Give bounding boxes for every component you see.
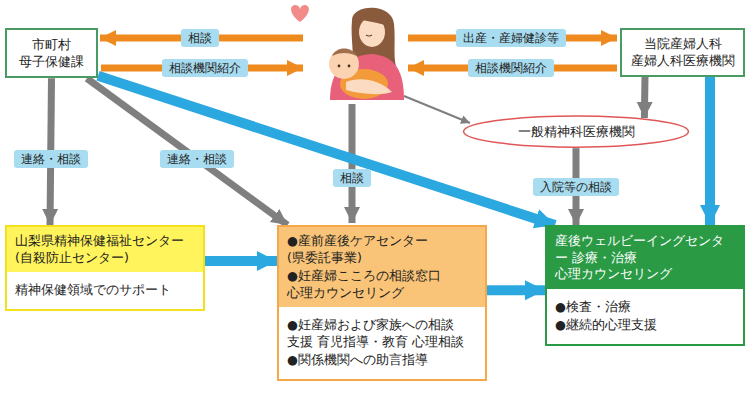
mother-fringe	[358, 13, 388, 26]
box-title: 市町村 母子保健課	[15, 36, 88, 70]
office-box: 市町村 母子保健課	[5, 28, 98, 78]
mother-eye	[366, 35, 372, 36]
box-text: 精神保健領域でのサポート	[15, 282, 195, 299]
box-text: ●継続的心理支援	[555, 317, 735, 334]
edge-label: 連絡・相談	[160, 150, 234, 168]
baby-eye	[338, 65, 341, 68]
ellipse-shape	[464, 116, 689, 147]
connector-arrow	[641, 77, 649, 118]
box-body: 精神保健領域でのサポート	[7, 272, 203, 309]
box-text: ●関係機関への助言指導	[287, 352, 477, 369]
box-text: ●検査・治療	[555, 299, 735, 316]
box-header: 産後ウェルビーイングセンター 診療・治療 心理カウンセリング	[547, 227, 743, 289]
connector-arrow	[487, 285, 545, 295]
thin-arrow	[404, 96, 470, 123]
box-title: 一般精神科医療機関	[474, 123, 678, 140]
heart-icon	[291, 5, 309, 22]
connector-arrow	[705, 77, 715, 225]
baby-head	[329, 49, 359, 79]
box-text: ●妊産婦および家族への相談 支援 育児指導・教育 心理相談	[287, 317, 477, 350]
arrow-label: 相談	[181, 29, 219, 47]
arrow-label: 相談	[333, 169, 371, 187]
box-body: ●検査・治療●継続的心理支援	[547, 289, 743, 344]
edge-label: 連絡・相談	[14, 150, 88, 168]
box-title: ●産前産後ケアセンター (県委託事業)	[287, 233, 477, 266]
box-body: ●妊産婦および家族への相談 支援 育児指導・教育 心理相談 ●関係機関への助言指導	[279, 307, 485, 379]
mother-arm	[346, 79, 392, 94]
baby-hair	[332, 49, 357, 57]
box-header: 市町村 母子保健課	[7, 30, 96, 76]
connector-arrow	[87, 78, 288, 225]
baby-eye	[348, 65, 351, 68]
arrow-label: 相談機関紹介	[468, 59, 554, 77]
edge-label: 入院等の相談	[533, 177, 619, 195]
box-title: 産後ウェルビーイングセンター 診療・治療 心理カウンセリング	[555, 233, 735, 283]
clinic-ellipse: 一般精神科医療機関	[462, 115, 690, 148]
hospital-box: 当院産婦人科 産婦人科医療機関	[620, 28, 745, 77]
center-box: 山梨県精神保健福祉センター (自殺防止センター) 精神保健領域でのサポート	[5, 225, 205, 311]
box-header: 一般精神科医療機関	[462, 115, 690, 148]
connector-arrow	[98, 76, 555, 225]
box-title: 当院産婦人科 産婦人科医療機関	[630, 36, 735, 69]
box-header: ●産前産後ケアセンター (県委託事業)●妊産婦こころの相談窓口 心理カウンセリン…	[279, 227, 485, 307]
box-header: 山梨県精神保健福祉センター (自殺防止センター)	[7, 227, 203, 272]
arrow-label: 相談機関紹介	[162, 59, 248, 77]
connector-arrow	[205, 256, 277, 266]
wellbeing-box: 産後ウェルビーイングセンター 診療・治療 心理カウンセリング ●検査・治療●継続的…	[545, 225, 745, 346]
box-header: 当院産婦人科 産婦人科医療機関	[622, 30, 743, 75]
box-title: 山梨県精神保健福祉センター (自殺防止センター)	[15, 233, 195, 266]
care-center-box: ●産前産後ケアセンター (県委託事業)●妊産婦こころの相談窓口 心理カウンセリン…	[277, 225, 487, 381]
mother-baby-figure	[329, 8, 404, 100]
box-title: ●妊産婦こころの相談窓口 心理カウンセリング	[287, 268, 477, 301]
arrow-label: 出産・産婦健診等	[456, 29, 566, 47]
